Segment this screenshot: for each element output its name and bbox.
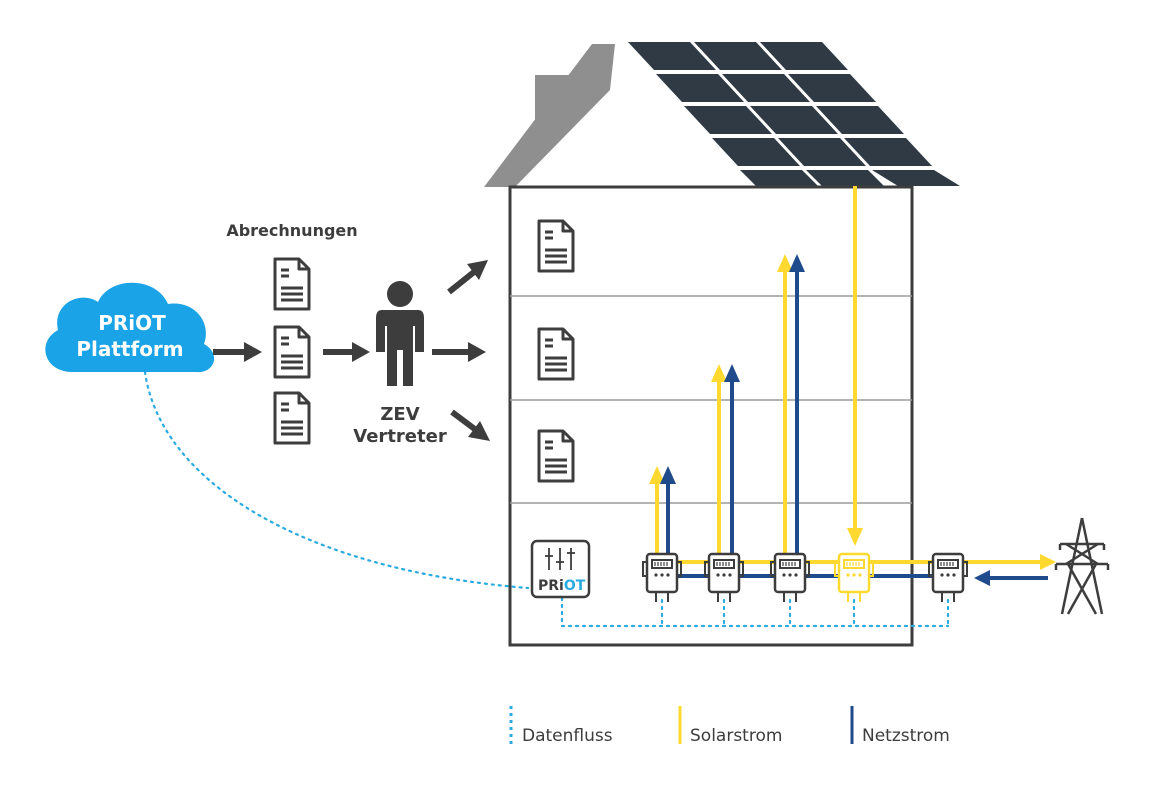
cloud-title-line1: PRiOT <box>98 311 166 335</box>
floor-invoice-icon <box>537 219 575 273</box>
person-icon <box>376 281 424 386</box>
priot-cloud: PRiOT Plattform <box>45 282 215 373</box>
device-brand-right: OT <box>564 578 586 594</box>
legend: Datenfluss Solarstrom Netzstrom <box>509 706 950 746</box>
billing-document-icon <box>273 325 311 379</box>
legend-solar-label: Solarstrom <box>690 726 782 746</box>
data-flow-cloud-to-device <box>143 370 530 590</box>
grid-flow-arrowhead <box>660 466 676 484</box>
priot-device: PRiOT <box>530 539 591 599</box>
grid-flow-arrowhead <box>724 364 740 382</box>
billing-document-icon <box>273 391 311 445</box>
device-brand-left: PRi <box>538 578 564 594</box>
billing-title: Abrechnungen <box>226 221 357 240</box>
grid-meter-icon <box>928 552 968 604</box>
cloud-shape <box>45 282 215 373</box>
cloud-title-line2: Plattform <box>76 337 183 361</box>
person-title-line2: Vertreter <box>353 426 447 447</box>
solar-flow-arrowhead <box>649 466 665 484</box>
solar-export-arrowhead <box>1040 554 1056 570</box>
flow-arrows <box>213 260 490 441</box>
roof <box>484 44 615 187</box>
grid-import-arrowhead <box>974 570 990 586</box>
floor-invoice-icon <box>537 327 575 381</box>
billing-document-icon <box>273 257 311 311</box>
device-brand-text: PRiOT <box>538 578 586 594</box>
legend-grid-label: Netzstrom <box>862 726 950 746</box>
roof-slope-left <box>484 44 615 187</box>
solar-flow-arrowhead <box>711 364 727 382</box>
transmission-tower-icon <box>1054 517 1110 615</box>
solar-production-arrowhead <box>847 528 863 546</box>
data-flow-lines <box>143 370 950 628</box>
solar-panels <box>628 42 960 186</box>
grid-flow-arrowhead <box>789 254 805 272</box>
legend-data-label: Datenfluss <box>522 726 613 746</box>
solar-flow-arrowhead <box>777 254 793 272</box>
data-flow-bus <box>560 596 950 628</box>
person-title-line1: ZEV <box>380 404 419 425</box>
floor-invoice-icon <box>537 429 575 483</box>
vertical-flows <box>649 186 863 556</box>
